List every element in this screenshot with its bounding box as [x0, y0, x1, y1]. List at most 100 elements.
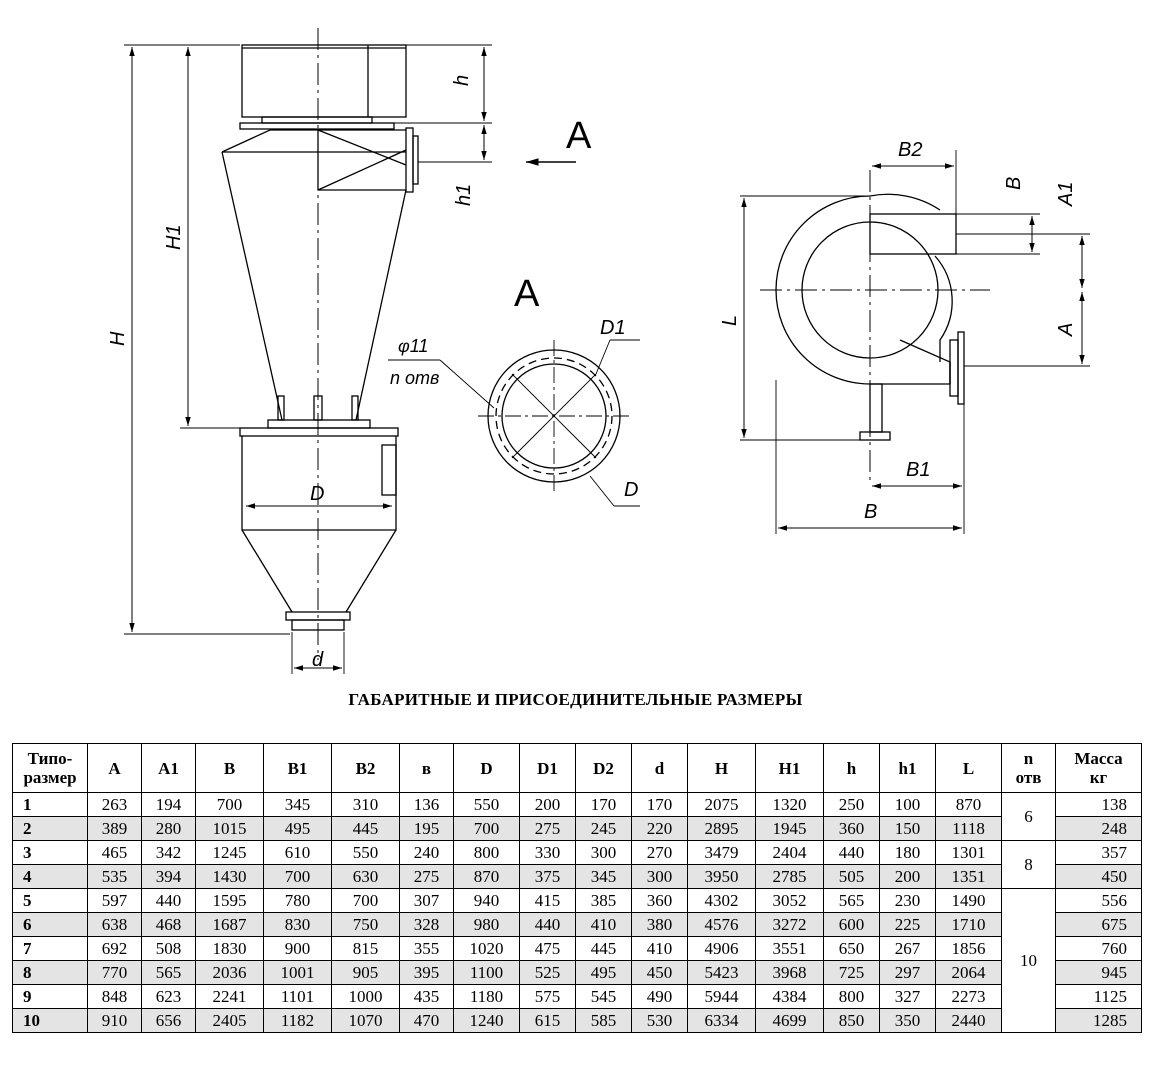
cell-H1: 1945 — [755, 816, 824, 841]
cell-B: 2241 — [195, 984, 264, 1009]
cell-h1: 100 — [879, 792, 936, 817]
dim-label-A: A — [1055, 323, 1077, 337]
cell-D1: 440 — [519, 912, 576, 937]
cell-D2: 385 — [575, 888, 632, 913]
cell-B: 1687 — [195, 912, 264, 937]
header-B1: B1 — [263, 743, 332, 793]
cell-B: 1595 — [195, 888, 264, 913]
dimensions-table: Типо-размер A A1 B B1 B2 в D D1 D2 d H H… — [12, 743, 1142, 1033]
cell-D2: 170 — [575, 792, 632, 817]
cyclone-drawing: h h1 H1 H D d A A D1 D φ11 n отв B2 B A1… — [107, 28, 1090, 674]
cell-h1: 297 — [879, 960, 936, 985]
cell-size: 1 — [12, 792, 88, 817]
cell-d: 530 — [631, 1008, 688, 1033]
cell-d: 270 — [631, 840, 688, 865]
cell-H1: 2404 — [755, 840, 824, 865]
cell-mass: 450 — [1055, 864, 1142, 889]
cell-D1: 200 — [519, 792, 576, 817]
cell-H: 5423 — [687, 960, 756, 985]
cell-h: 650 — [823, 936, 880, 961]
cell-h: 440 — [823, 840, 880, 865]
cell-B1: 1182 — [263, 1008, 332, 1033]
cell-b: 395 — [399, 960, 454, 985]
cell-A1: 656 — [141, 1008, 196, 1033]
dim-label-A1: A1 — [1055, 182, 1077, 207]
cell-H1: 2785 — [755, 864, 824, 889]
cell-mass: 357 — [1055, 840, 1142, 865]
cell-L: 1301 — [935, 840, 1002, 865]
cell-size: 3 — [12, 840, 88, 865]
section-title: A — [514, 273, 540, 315]
header-b: в — [399, 743, 454, 793]
cell-h: 725 — [823, 960, 880, 985]
dim-label-h: h — [451, 75, 473, 86]
cell-A: 535 — [87, 864, 142, 889]
cell-n-holes: 6 — [1001, 792, 1056, 841]
cell-B2: 550 — [331, 840, 400, 865]
cell-mass: 1125 — [1055, 984, 1142, 1009]
cell-h1: 267 — [879, 936, 936, 961]
cell-D2: 345 — [575, 864, 632, 889]
cell-B2: 1070 — [331, 1008, 400, 1033]
cell-d: 410 — [631, 936, 688, 961]
cell-A: 263 — [87, 792, 142, 817]
cell-h1: 200 — [879, 864, 936, 889]
cell-A1: 623 — [141, 984, 196, 1009]
cell-A: 465 — [87, 840, 142, 865]
cell-mass: 248 — [1055, 816, 1142, 841]
cell-h1: 327 — [879, 984, 936, 1009]
header-d: d — [631, 743, 688, 793]
cell-B1: 780 — [263, 888, 332, 913]
cell-d: 300 — [631, 864, 688, 889]
cell-D: 940 — [453, 888, 520, 913]
cell-A1: 508 — [141, 936, 196, 961]
cell-b: 435 — [399, 984, 454, 1009]
cell-H1: 1320 — [755, 792, 824, 817]
front-view — [124, 28, 576, 674]
cell-D2: 410 — [575, 912, 632, 937]
header-H1: H1 — [755, 743, 824, 793]
cell-A: 389 — [87, 816, 142, 841]
cell-D1: 415 — [519, 888, 576, 913]
cell-H1: 3052 — [755, 888, 824, 913]
cell-size: 5 — [12, 888, 88, 913]
cell-B1: 610 — [263, 840, 332, 865]
cell-H: 3479 — [687, 840, 756, 865]
cell-L: 1490 — [935, 888, 1002, 913]
cell-H: 2895 — [687, 816, 756, 841]
cell-h: 250 — [823, 792, 880, 817]
cell-A1: 342 — [141, 840, 196, 865]
cell-h: 565 — [823, 888, 880, 913]
cell-B1: 700 — [263, 864, 332, 889]
cell-B2: 445 — [331, 816, 400, 841]
dim-label-d: d — [312, 649, 324, 671]
holes-diameter-label: φ11 — [398, 336, 428, 356]
cell-A: 638 — [87, 912, 142, 937]
cell-h1: 350 — [879, 1008, 936, 1033]
cell-b: 307 — [399, 888, 454, 913]
cell-H: 4906 — [687, 936, 756, 961]
cell-H: 2075 — [687, 792, 756, 817]
cell-b: 240 — [399, 840, 454, 865]
cell-d: 380 — [631, 912, 688, 937]
cell-H1: 4699 — [755, 1008, 824, 1033]
cell-A: 770 — [87, 960, 142, 985]
cell-h: 505 — [823, 864, 880, 889]
section-view — [388, 339, 640, 507]
cell-L: 2440 — [935, 1008, 1002, 1033]
cell-D: 700 — [453, 816, 520, 841]
cell-D2: 585 — [575, 1008, 632, 1033]
cell-A: 848 — [87, 984, 142, 1009]
cell-A1: 565 — [141, 960, 196, 985]
cell-H1: 4384 — [755, 984, 824, 1009]
cell-h: 850 — [823, 1008, 880, 1033]
dim-label-B: B — [864, 501, 877, 523]
cell-d: 490 — [631, 984, 688, 1009]
cell-D2: 545 — [575, 984, 632, 1009]
